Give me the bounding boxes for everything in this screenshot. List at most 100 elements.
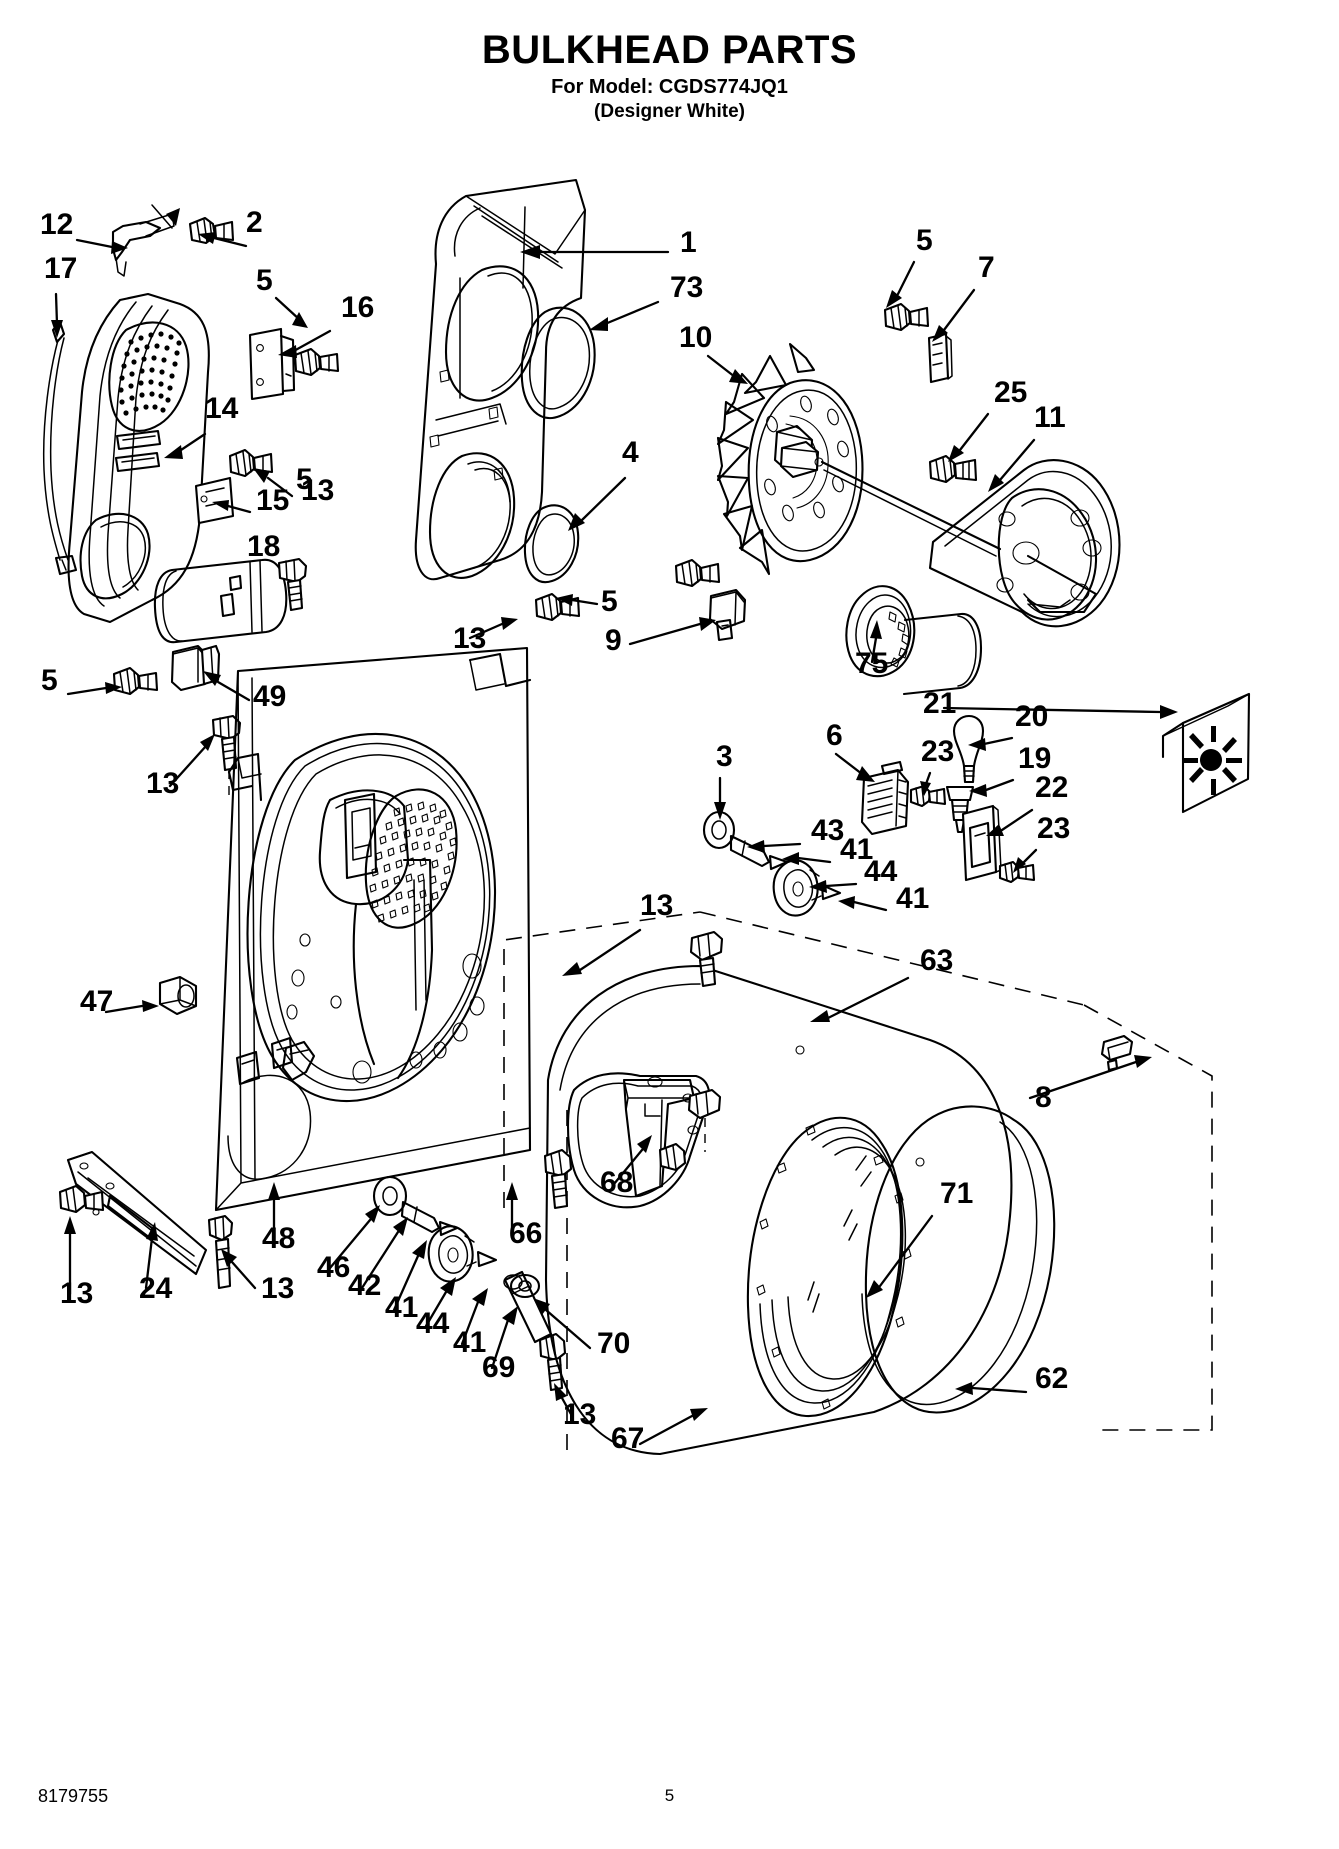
callout-number: 41 bbox=[840, 833, 873, 866]
callout-number: 13 bbox=[563, 1398, 596, 1431]
screw-13-b bbox=[277, 557, 308, 612]
callout-number: 67 bbox=[611, 1422, 644, 1455]
callout-number: 48 bbox=[262, 1222, 295, 1255]
callout-number: 24 bbox=[139, 1272, 173, 1305]
bracket-16-and-screw-5 bbox=[248, 327, 340, 401]
callout-number: 13 bbox=[60, 1277, 93, 1310]
screw-25 bbox=[928, 454, 978, 484]
callout-number: 44 bbox=[416, 1307, 450, 1340]
callout-number: 41 bbox=[385, 1291, 418, 1324]
rear-bulkhead-1 bbox=[414, 178, 587, 581]
screw-5-right bbox=[883, 302, 930, 332]
terminal-block-6 bbox=[860, 760, 910, 836]
callout-number: 13 bbox=[146, 767, 179, 800]
callout-number: 4 bbox=[622, 436, 639, 469]
terminal-block-49 bbox=[112, 644, 221, 696]
screw-13-d bbox=[207, 1214, 234, 1290]
callout-number: 5 bbox=[296, 463, 313, 496]
callout-number: 15 bbox=[256, 484, 289, 517]
washer-3 bbox=[702, 810, 736, 850]
bracket-24 bbox=[66, 1150, 208, 1276]
callout-number: 63 bbox=[920, 944, 953, 977]
roller-44 bbox=[772, 859, 822, 917]
callout-number: 20 bbox=[1015, 700, 1048, 733]
screw-13-h bbox=[543, 1148, 573, 1210]
clip-41-d bbox=[476, 1250, 498, 1268]
callout-number: 43 bbox=[811, 814, 844, 847]
callout-number: 12 bbox=[40, 208, 73, 241]
cylinder-18 bbox=[153, 558, 288, 644]
light-symbol-box-21 bbox=[1161, 692, 1251, 814]
callout-number: 3 bbox=[716, 740, 733, 773]
callout-number: 21 bbox=[923, 687, 956, 720]
front-bulkhead-48 bbox=[214, 646, 532, 1212]
callout-number: 13 bbox=[261, 1272, 294, 1305]
footer-part-number: 8179755 bbox=[38, 1786, 109, 1806]
bulb-20 bbox=[952, 714, 985, 784]
callout-number: 71 bbox=[940, 1177, 973, 1210]
bearing-75 bbox=[845, 585, 983, 696]
bracket-15 bbox=[194, 448, 274, 525]
drum-67 bbox=[544, 964, 1056, 1456]
callout-number: 1 bbox=[680, 226, 697, 259]
callout-number: 44 bbox=[864, 855, 898, 888]
callout-number: 16 bbox=[341, 291, 374, 324]
washer-46 bbox=[372, 1175, 408, 1217]
callout-number: 42 bbox=[348, 1269, 381, 1302]
finish-subtitle: (Designer White) bbox=[594, 101, 745, 122]
callout-number: 70 bbox=[597, 1327, 630, 1360]
callout-number: 11 bbox=[1034, 401, 1066, 434]
callout-number: 41 bbox=[896, 882, 929, 915]
callout-number: 75 bbox=[855, 647, 888, 680]
footer-page-number: 5 bbox=[664, 1786, 675, 1805]
callout-number: 13 bbox=[640, 889, 673, 922]
callout-number: 22 bbox=[1035, 771, 1068, 804]
seal-4 bbox=[523, 504, 580, 584]
screw-23-b bbox=[998, 860, 1036, 884]
callout-number: 69 bbox=[482, 1351, 515, 1384]
switch-22 bbox=[961, 804, 1002, 882]
callout-number: 19 bbox=[1018, 742, 1051, 775]
clip-70 bbox=[509, 1273, 541, 1299]
screw-13-i bbox=[689, 930, 724, 988]
model-subtitle: For Model: CGDS774JQ1 bbox=[551, 76, 788, 98]
callout-number: 5 bbox=[41, 664, 58, 697]
roller-44-b bbox=[427, 1225, 477, 1283]
panel-perforations bbox=[369, 801, 457, 923]
callout-number: 62 bbox=[1035, 1362, 1068, 1395]
callout-number: 18 bbox=[247, 530, 280, 563]
clip-8 bbox=[1100, 1034, 1134, 1072]
callout-number: 8 bbox=[1035, 1081, 1052, 1114]
callout-number: 2 bbox=[246, 206, 263, 239]
callout-number: 23 bbox=[921, 735, 954, 768]
screw-13-c bbox=[58, 1184, 105, 1214]
callout-number: 49 bbox=[253, 680, 286, 713]
screw-13-g bbox=[687, 1088, 722, 1152]
nut-47 bbox=[158, 975, 198, 1016]
clip-41-a bbox=[768, 854, 789, 871]
callout-number: 5 bbox=[916, 224, 933, 257]
leader-lines bbox=[51, 232, 1178, 1446]
callout-number: 47 bbox=[80, 985, 113, 1018]
callout-number: 7 bbox=[978, 251, 995, 284]
callout-number: 46 bbox=[317, 1251, 350, 1284]
sun-symbol bbox=[1182, 726, 1242, 795]
callout-number: 66 bbox=[509, 1217, 542, 1250]
callout-number: 6 bbox=[826, 719, 843, 752]
dashed-frames bbox=[503, 911, 1213, 1431]
callout-number: 13 bbox=[301, 474, 334, 507]
callout-number: 25 bbox=[994, 376, 1027, 409]
callout-number: 68 bbox=[600, 1166, 633, 1199]
screw-13-f bbox=[658, 1142, 687, 1172]
lint-screen-perforations bbox=[118, 331, 182, 416]
callout-number: 73 bbox=[670, 271, 703, 304]
callout-number: 10 bbox=[679, 321, 712, 354]
callout-number: 17 bbox=[44, 252, 77, 285]
motor-11 bbox=[820, 459, 1121, 628]
callout-number: 13 bbox=[453, 622, 486, 655]
callout-number: 41 bbox=[453, 1326, 486, 1359]
part-9 bbox=[674, 558, 747, 642]
shaft-42 bbox=[400, 1200, 441, 1234]
